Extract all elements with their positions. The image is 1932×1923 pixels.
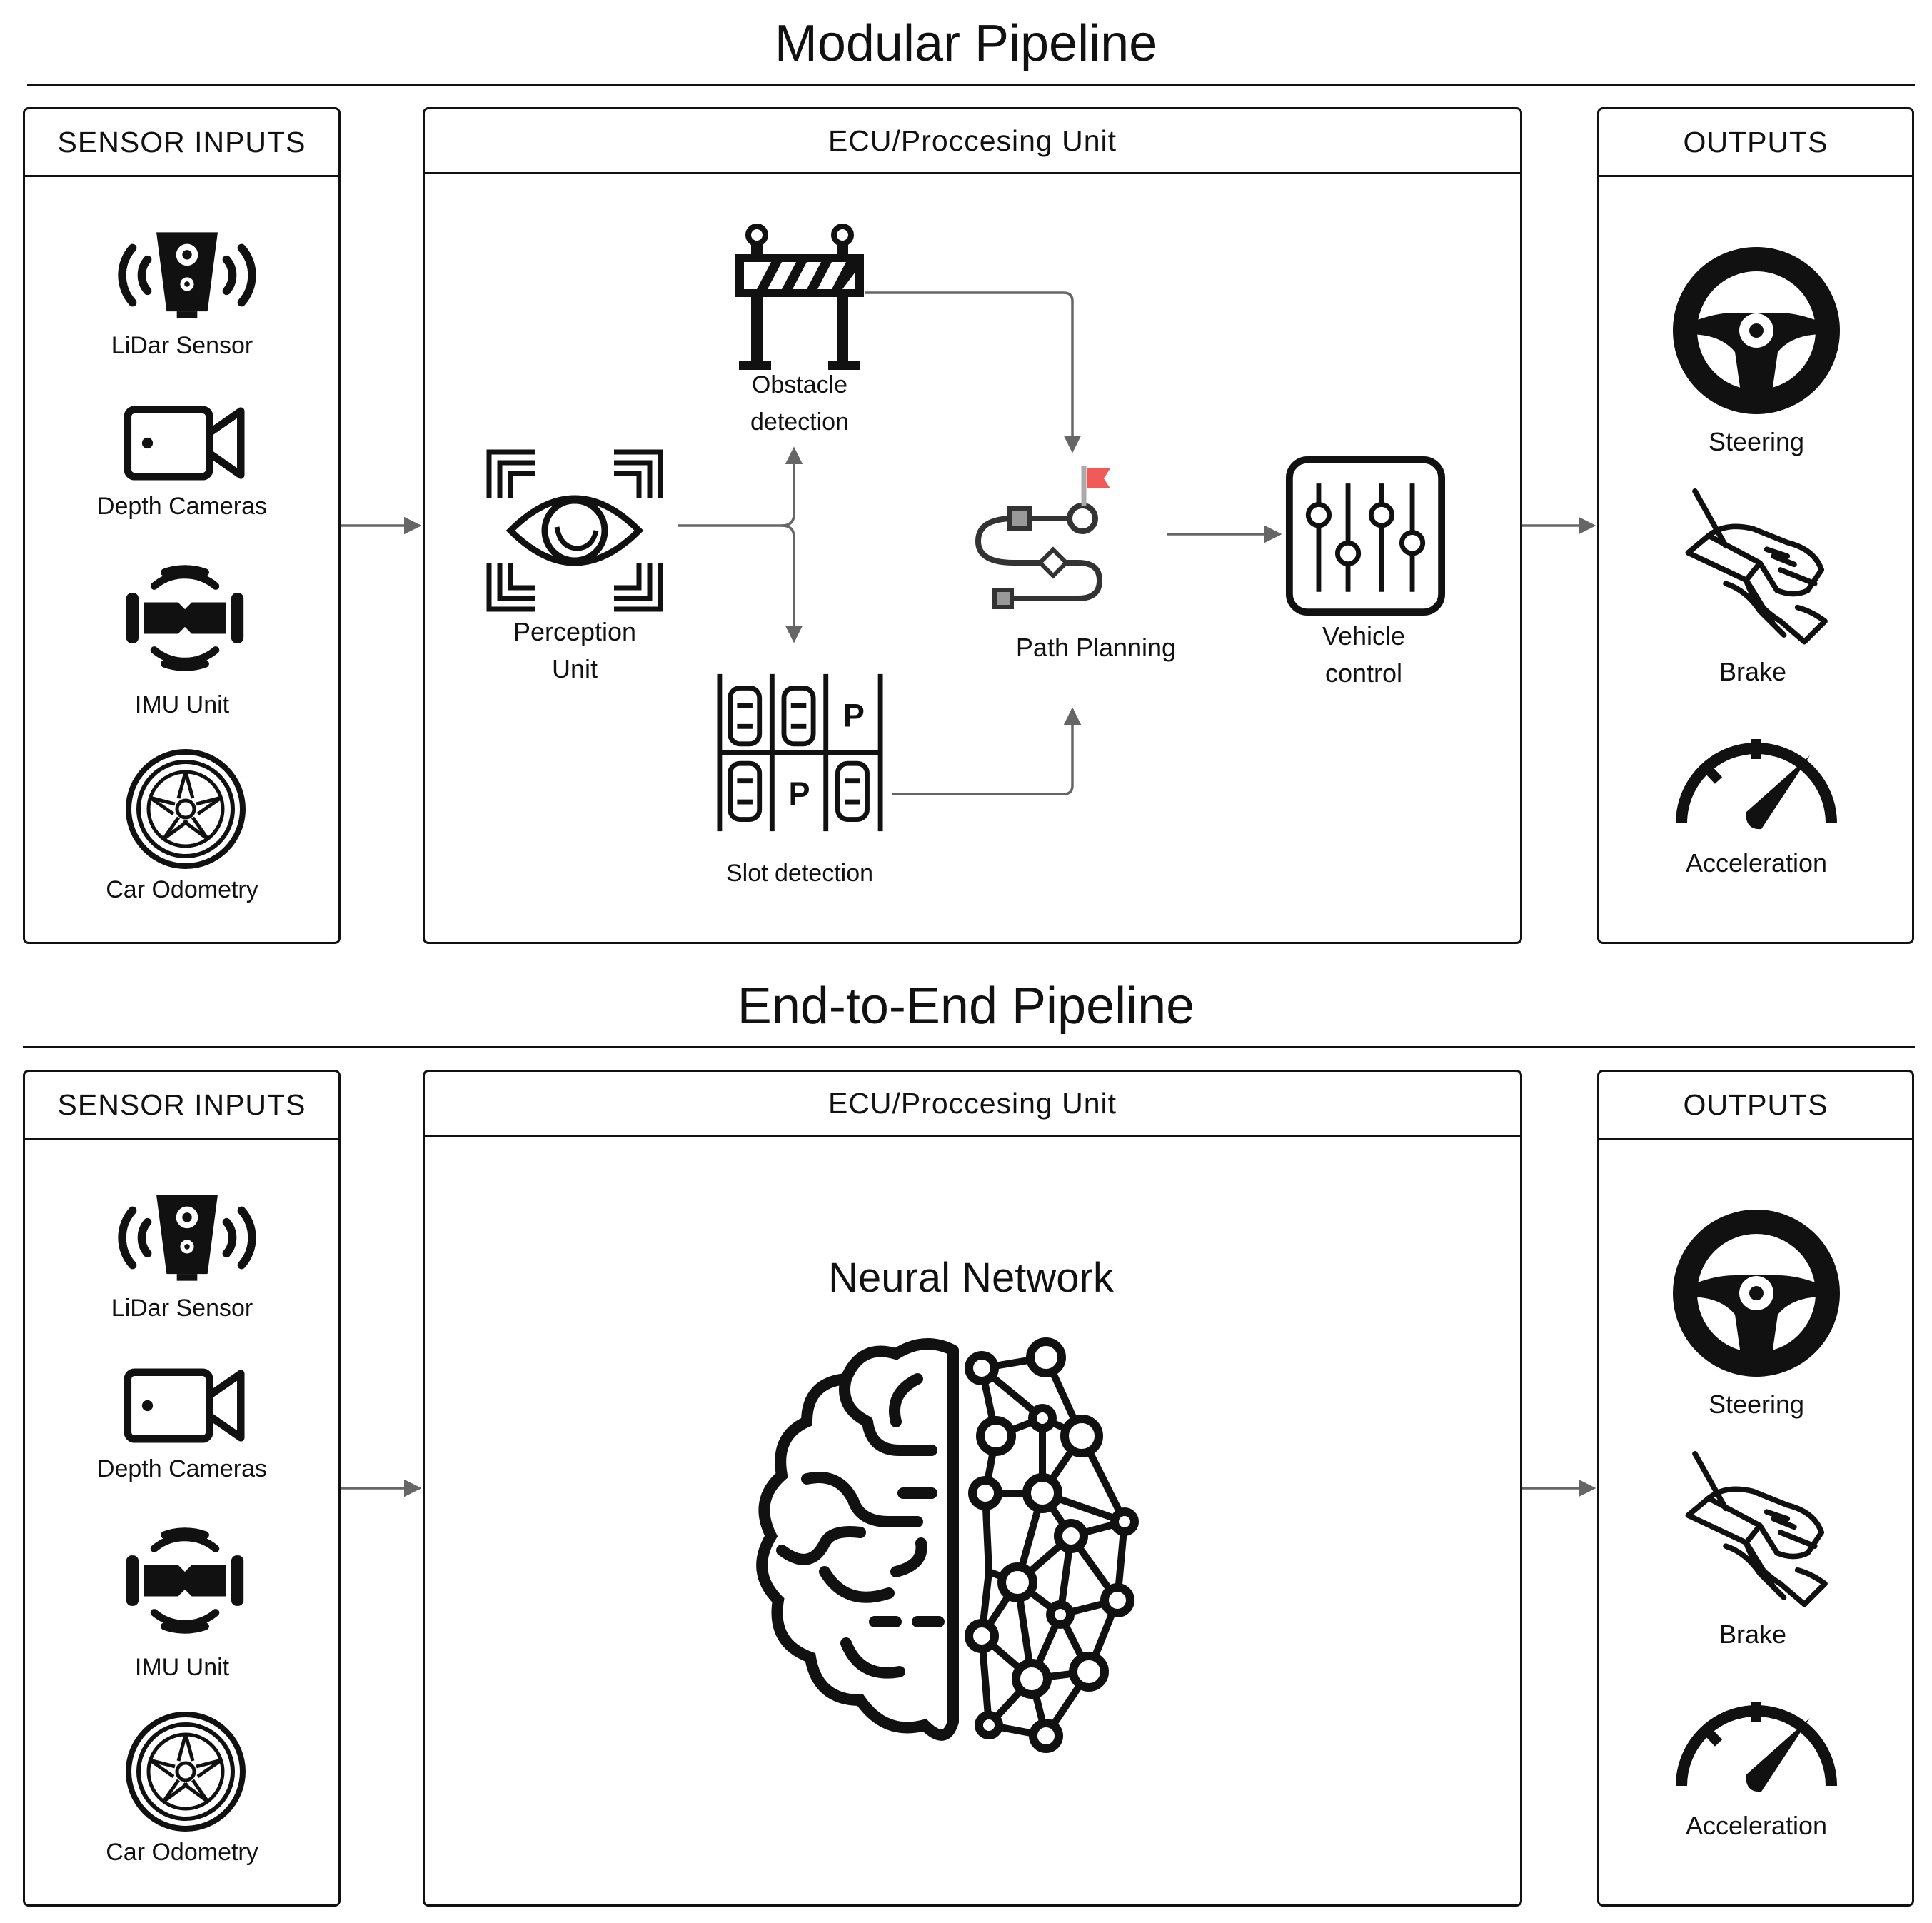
perception-unit-label: Perception Unit xyxy=(475,613,675,688)
path-route-icon xyxy=(975,466,1110,609)
flag-icon xyxy=(1087,468,1110,488)
car-odometry-label: Car Odometry xyxy=(106,876,258,903)
modular-ecu-header: ECU/Proccesing Unit xyxy=(425,109,1520,174)
camera-icon xyxy=(124,1368,246,1443)
vehicle-label-line1: Vehicle xyxy=(1322,621,1406,651)
modular-ecu-panel: ECU/Proccesing Unit Perception Unit Obst… xyxy=(423,107,1522,944)
camera-icon xyxy=(124,406,246,481)
e2e-sensor-inputs-header: SENSOR INPUTS xyxy=(25,1072,338,1140)
steering-wheel-icon xyxy=(1671,1207,1842,1379)
e2e-title-rule xyxy=(23,1046,1915,1048)
speedometer-icon xyxy=(1667,730,1846,838)
path-planning-label: Path Planning xyxy=(1015,633,1177,662)
perception-eye-icon xyxy=(485,448,664,613)
sliders-icon xyxy=(1285,456,1446,616)
lidar-label: LiDar Sensor xyxy=(111,332,253,359)
imu-icon xyxy=(124,1522,246,1640)
e2e-ecu-panel: ECU/Proccesing Unit Neural Network xyxy=(423,1070,1522,1907)
barrier-icon xyxy=(732,222,867,372)
lidar-icon xyxy=(112,231,262,320)
slot-detection-label: Slot detection xyxy=(725,860,874,887)
wheel-icon xyxy=(125,748,246,870)
vehicle-control-label: Vehicle control xyxy=(1264,618,1464,692)
acceleration-label: Acceleration xyxy=(1685,848,1828,878)
e2e-outputs-header: OUTPUTS xyxy=(1599,1072,1912,1140)
imu-icon xyxy=(124,559,246,677)
imu-label: IMU Unit xyxy=(134,1654,230,1681)
vehicle-label-line2: control xyxy=(1324,658,1403,688)
e2e-sensor-inputs-panel: SENSOR INPUTS LiDar Sensor Depth Cameras… xyxy=(23,1070,341,1907)
steering-label: Steering xyxy=(1708,427,1805,456)
modular-outputs-panel: OUTPUTS Steering Brake Acceleration xyxy=(1597,107,1914,944)
steering-label: Steering xyxy=(1708,1390,1805,1419)
parking-slot-icon xyxy=(716,670,884,835)
modular-sensor-inputs-header: SENSOR INPUTS xyxy=(25,109,338,177)
lidar-label: LiDar Sensor xyxy=(111,1295,253,1322)
brake-label: Brake xyxy=(1719,657,1787,686)
acceleration-label: Acceleration xyxy=(1685,1811,1828,1840)
modular-sensor-inputs-panel: SENSOR INPUTS LiDar Sensor Depth Cameras… xyxy=(23,107,341,944)
e2e-outputs-panel: OUTPUTS Steering Brake Acceleration xyxy=(1597,1070,1914,1907)
obstacle-detection-label: Obstacle detection xyxy=(700,366,900,441)
obstacle-label-line1: Obstacle xyxy=(751,371,848,398)
speedometer-icon xyxy=(1667,1693,1846,1800)
neural-network-label: Neural Network xyxy=(828,1255,1114,1301)
depth-cameras-label: Depth Cameras xyxy=(96,493,268,520)
brake-pedal-icon xyxy=(1678,1450,1842,1615)
brake-label: Brake xyxy=(1719,1620,1787,1649)
modular-title-rule xyxy=(27,84,1915,86)
modular-pipeline-title: Modular Pipeline xyxy=(774,15,1158,72)
perception-label-line1: Perception xyxy=(513,617,637,646)
car-odometry-label: Car Odometry xyxy=(106,1839,258,1866)
obstacle-label-line2: detection xyxy=(750,408,849,436)
e2e-ecu-header: ECU/Proccesing Unit xyxy=(425,1072,1520,1137)
depth-cameras-label: Depth Cameras xyxy=(96,1455,268,1482)
e2e-pipeline-title: End-to-End Pipeline xyxy=(737,978,1195,1035)
brake-pedal-icon xyxy=(1678,488,1842,652)
wheel-icon xyxy=(125,1711,246,1832)
steering-wheel-icon xyxy=(1671,245,1842,416)
lidar-icon xyxy=(112,1193,262,1282)
brain-network-icon xyxy=(746,1336,1174,1764)
imu-label: IMU Unit xyxy=(134,691,230,718)
modular-outputs-header: OUTPUTS xyxy=(1599,109,1912,177)
perception-label-line2: Unit xyxy=(551,654,598,683)
